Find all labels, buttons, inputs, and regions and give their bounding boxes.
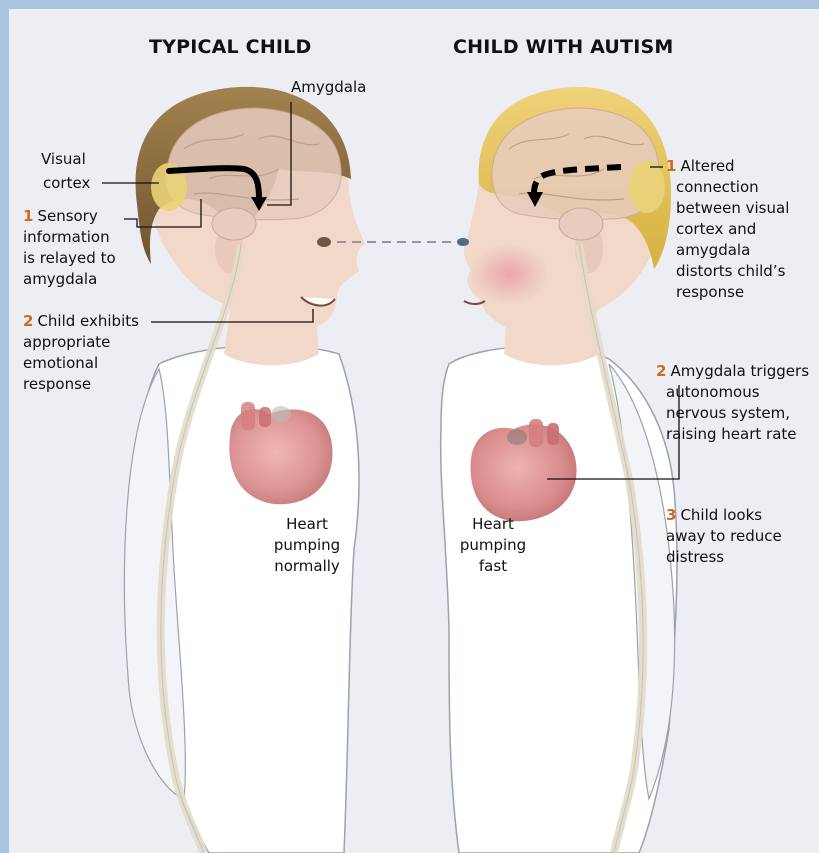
right-heart bbox=[471, 419, 577, 521]
right-step3-line1: Child looks bbox=[680, 506, 762, 524]
left-step2-line3: emotional bbox=[23, 355, 98, 372]
left-cerebellum bbox=[212, 208, 256, 240]
right-step2-line1: Amygdala triggers bbox=[670, 362, 809, 380]
right-step1-line1: Altered bbox=[680, 157, 734, 175]
label-visual-1: Visual bbox=[41, 151, 86, 168]
right-step1-line6: distorts child’s bbox=[676, 263, 785, 280]
left-step2-line1: Child exhibits bbox=[37, 312, 139, 330]
right-heart-line1: Heart bbox=[453, 516, 533, 533]
right-step2-line3: nervous system, bbox=[666, 405, 790, 422]
right-cheek bbox=[469, 244, 549, 304]
left-eye bbox=[317, 237, 331, 247]
diagram-panel: TYPICAL CHILD CHILD WITH AUTISM Amygdala… bbox=[9, 9, 819, 853]
right-visual-cortex bbox=[629, 161, 665, 213]
left-step1-line3: is relayed to bbox=[23, 250, 116, 267]
right-step1-line3: between visual bbox=[676, 200, 789, 217]
right-step3-line3: distress bbox=[666, 549, 724, 566]
left-heart-line3: normally bbox=[267, 558, 347, 575]
left-step2-line4: response bbox=[23, 376, 91, 393]
left-step2-number: 2 bbox=[23, 312, 33, 330]
left-child-figure bbox=[124, 87, 365, 853]
right-heart-line2: pumping bbox=[453, 537, 533, 554]
right-eye bbox=[457, 238, 469, 246]
right-step3-number: 3 bbox=[666, 506, 676, 524]
right-step2-number: 2 bbox=[656, 362, 666, 380]
right-step1-line7: response bbox=[676, 284, 744, 301]
left-step2-line2: appropriate bbox=[23, 334, 110, 351]
left-heart bbox=[229, 402, 332, 504]
label-amygdala: Amygdala bbox=[291, 79, 366, 96]
right-cerebellum bbox=[559, 208, 603, 240]
right-step3-line2: away to reduce bbox=[666, 528, 782, 545]
right-step2-line4: raising heart rate bbox=[666, 426, 797, 443]
left-step1-line1: Sensory bbox=[37, 207, 97, 225]
heading-typical-child: TYPICAL CHILD bbox=[149, 36, 311, 58]
left-step1-number: 1 bbox=[23, 207, 33, 225]
heading-child-with-autism: CHILD WITH AUTISM bbox=[453, 36, 673, 58]
right-step1-number: 1 bbox=[666, 157, 676, 175]
left-heart-line2: pumping bbox=[267, 537, 347, 554]
right-step2-line2: autonomous bbox=[666, 384, 760, 401]
right-step1-line4: cortex and bbox=[676, 221, 756, 238]
label-visual-2: cortex bbox=[43, 175, 90, 192]
left-step1-line2: information bbox=[23, 229, 110, 246]
right-step1-line5: amygdala bbox=[676, 242, 750, 259]
left-step1-line4: amygdala bbox=[23, 271, 97, 288]
right-child-figure bbox=[441, 87, 677, 853]
right-step1-line2: connection bbox=[676, 179, 759, 196]
left-heart-line1: Heart bbox=[267, 516, 347, 533]
right-heart-line3: fast bbox=[453, 558, 533, 575]
